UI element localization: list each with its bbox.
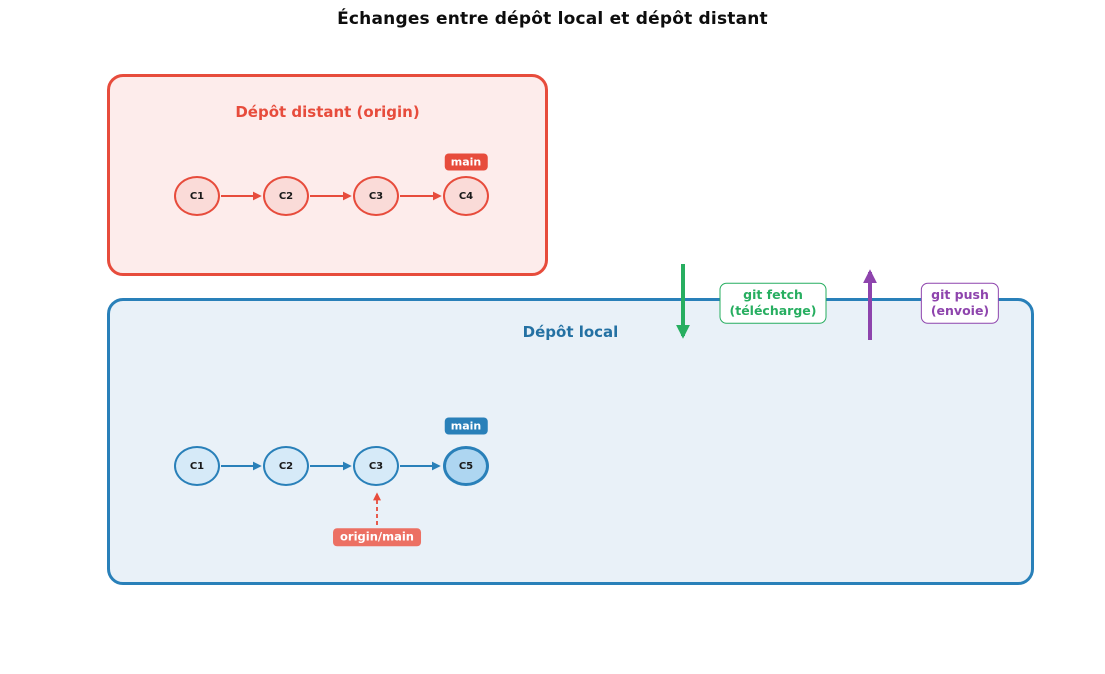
local-repo-box: Dépôt local bbox=[107, 298, 1034, 585]
local-commit-c3: C3 bbox=[353, 446, 399, 486]
remote-main-branch-badge: main bbox=[444, 153, 488, 171]
remote-commit-c1: C1 bbox=[174, 176, 220, 216]
remote-repo-box: Dépôt distant (origin) bbox=[107, 74, 548, 276]
page-title: Échanges entre dépôt local et dépôt dist… bbox=[337, 9, 768, 29]
git-fetch-description: (télécharge) bbox=[729, 303, 817, 318]
git-fetch-label: git fetch (télécharge) bbox=[719, 282, 827, 324]
local-repo-title: Dépôt local bbox=[522, 323, 619, 341]
git-push-description: (envoie) bbox=[930, 303, 990, 318]
remote-repo-title: Dépôt distant (origin) bbox=[235, 103, 420, 121]
git-push-command: git push bbox=[931, 286, 989, 302]
local-commit-c1: C1 bbox=[174, 446, 220, 486]
origin-main-tracking-badge: origin/main bbox=[333, 528, 421, 546]
git-fetch-command: git fetch bbox=[743, 286, 803, 302]
remote-commit-c3: C3 bbox=[353, 176, 399, 216]
git-push-label: git push (envoie) bbox=[920, 282, 1000, 324]
local-commit-c5: C5 bbox=[443, 446, 489, 486]
remote-commit-c4: C4 bbox=[443, 176, 489, 216]
remote-commit-c2: C2 bbox=[263, 176, 309, 216]
local-main-branch-badge: main bbox=[444, 417, 488, 435]
local-commit-c2: C2 bbox=[263, 446, 309, 486]
